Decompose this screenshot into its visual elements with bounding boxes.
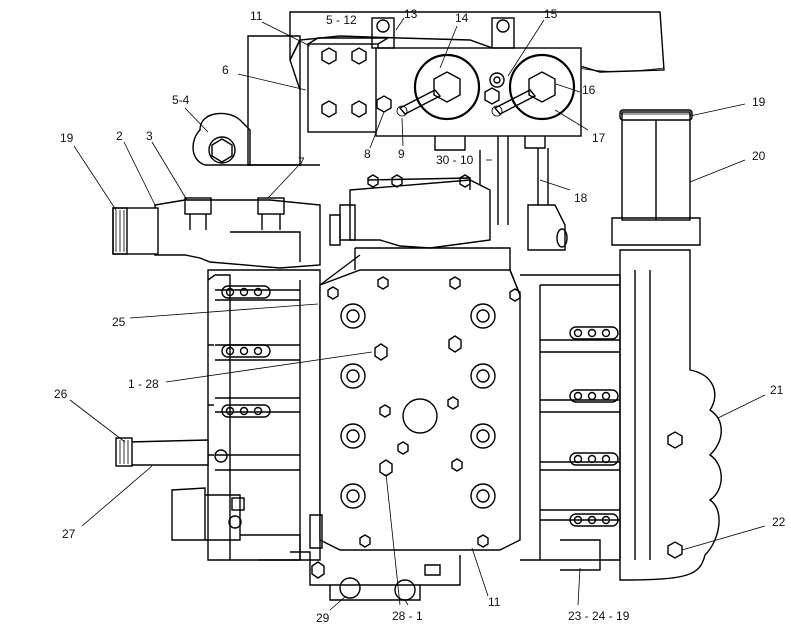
spool-row-r1 xyxy=(569,326,619,340)
main-valve-plate xyxy=(319,247,521,551)
spool-row-r2 xyxy=(569,389,619,403)
label-2: 2 xyxy=(116,129,123,143)
upper-manifold xyxy=(329,174,491,249)
spool-row-r3 xyxy=(569,452,619,466)
left-spool-housing xyxy=(207,269,321,561)
lower-left-fittings xyxy=(171,487,301,561)
label-11-bottom: 11 xyxy=(488,595,501,609)
label-14: 14 xyxy=(455,11,469,25)
spool-row-1 xyxy=(221,285,271,299)
label-20: 20 xyxy=(752,149,766,163)
label-22: 22 xyxy=(772,515,786,529)
label-7: 7 xyxy=(298,155,305,169)
spool-row-3 xyxy=(221,404,271,418)
pivot-bolt xyxy=(192,112,251,166)
right-spool-housing xyxy=(520,274,621,561)
label-3: 3 xyxy=(146,129,153,143)
label-17: 17 xyxy=(592,131,606,145)
label-21: 21 xyxy=(770,383,784,397)
solenoid-body xyxy=(371,17,582,151)
port-fitting-26 xyxy=(115,437,209,467)
right-hose xyxy=(611,109,701,246)
label-5-4: 5-4 xyxy=(172,93,190,107)
label-9: 9 xyxy=(398,147,405,161)
label-25: 25 xyxy=(112,315,126,329)
label-19-right: 19 xyxy=(752,95,766,109)
label-13: 13 xyxy=(404,7,418,21)
label-18: 18 xyxy=(574,191,588,205)
spool-row-r4 xyxy=(569,513,619,527)
label-15: 15 xyxy=(544,7,558,21)
spool-row-2 xyxy=(221,344,271,358)
inlet-body xyxy=(112,197,321,269)
pilot-tubes xyxy=(479,136,568,251)
label-16: 16 xyxy=(582,83,596,97)
spool-row-4 xyxy=(214,449,228,463)
callout-labels: 11 5 - 12 13 14 15 16 17 6 5-4 19 2 3 7 … xyxy=(54,7,786,625)
label-8: 8 xyxy=(364,147,371,161)
label-11-top: 11 xyxy=(250,9,263,23)
label-6: 6 xyxy=(222,63,229,77)
valve-bolt xyxy=(340,303,496,509)
label-28-1: 28 - 1 xyxy=(392,609,423,623)
label-5-12: 5 - 12 xyxy=(326,13,357,27)
label-27: 27 xyxy=(62,527,76,541)
label-23-24-19: 23 - 24 - 19 xyxy=(568,609,630,623)
right-casting xyxy=(619,249,722,581)
label-30-10: 30 - 10 xyxy=(436,153,474,167)
label-1-28: 1 - 28 xyxy=(128,377,159,391)
leader-lines xyxy=(69,17,766,611)
label-26: 26 xyxy=(54,387,68,401)
label-19-left: 19 xyxy=(60,131,74,145)
mounting-block xyxy=(307,37,391,133)
label-29: 29 xyxy=(316,611,330,625)
